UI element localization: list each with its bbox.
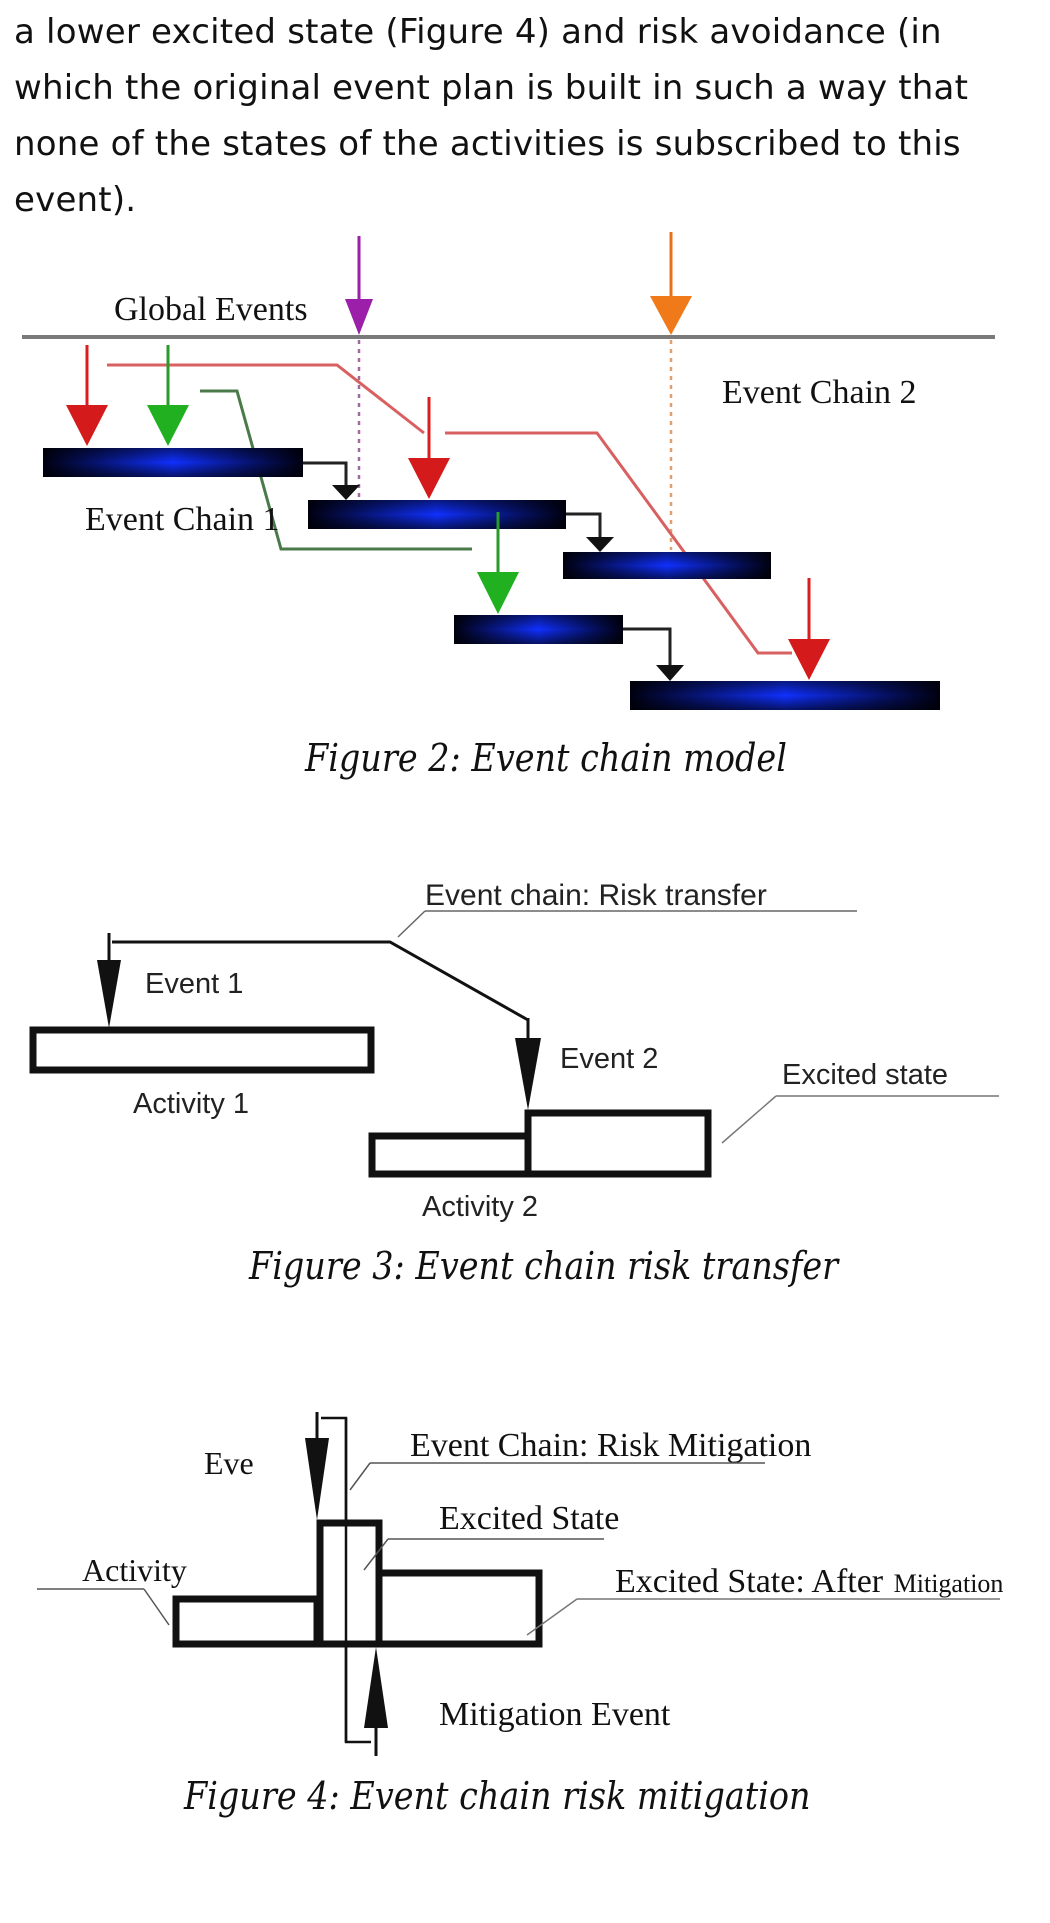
after-mitigation-box bbox=[375, 1569, 543, 1648]
label-leader bbox=[349, 1462, 371, 1491]
after-mitigation-label-small: Mitigation bbox=[894, 1569, 1004, 1598]
paragraph-line: event). bbox=[14, 180, 137, 220]
global-event-arrow-purple bbox=[345, 236, 373, 335]
after-mitigation-label: Excited State: After Mitigation bbox=[615, 1563, 1003, 1600]
green-event-arrow bbox=[477, 512, 519, 614]
excited-state-box bbox=[316, 1519, 383, 1648]
activity-label: Activity bbox=[82, 1552, 187, 1588]
green-event-arrow bbox=[147, 345, 189, 446]
figure-4-risk-mitigation: Eve Event Chain: Risk Mitigation Excited… bbox=[37, 1412, 1003, 1756]
red-event-arrow bbox=[66, 345, 108, 446]
activity-2-box bbox=[368, 1132, 532, 1178]
event-2-arrow bbox=[515, 1018, 541, 1110]
figure-3-risk-transfer: Event chain: Risk transfer Event 1 Activ… bbox=[29, 879, 999, 1223]
risk-transfer-chain-line bbox=[112, 940, 529, 1022]
activity-bar bbox=[454, 615, 623, 644]
excited-state-label: Excited State bbox=[439, 1500, 619, 1537]
activity-bar bbox=[308, 500, 566, 529]
risk-transfer-chain-label: Event chain: Risk transfer bbox=[425, 879, 767, 912]
activity-1-box bbox=[29, 1026, 375, 1074]
global-events-label: Global Events bbox=[114, 291, 308, 328]
event-chain-2-line bbox=[107, 363, 425, 435]
event-chain-2-label: Event Chain 2 bbox=[722, 374, 917, 411]
dependency-arrow bbox=[566, 512, 614, 552]
event-2-label: Event 2 bbox=[560, 1043, 658, 1075]
figure-2-event-chain-model: Global Events Event Chain 2 bbox=[22, 232, 995, 710]
activity-bar bbox=[43, 448, 303, 477]
excited-state-box bbox=[524, 1109, 712, 1178]
event-arrow bbox=[305, 1412, 329, 1520]
body-paragraph: a lower excited state (Figure 4) and ris… bbox=[14, 4, 1034, 228]
label-leader bbox=[363, 1538, 389, 1571]
activity-box bbox=[172, 1595, 321, 1648]
mitigation-event-arrow bbox=[364, 1647, 388, 1756]
after-mitigation-label-main: Excited State: After bbox=[615, 1563, 884, 1600]
figure-2-caption: Figure 2: Event chain model bbox=[305, 736, 787, 780]
paragraph-line: none of the states of the activities is … bbox=[14, 124, 961, 164]
dependency-arrow bbox=[623, 627, 684, 681]
event-chain-2-line bbox=[445, 431, 792, 655]
activity-bar bbox=[563, 552, 771, 579]
paragraph-line: a lower excited state (Figure 4) and ris… bbox=[14, 12, 942, 52]
paragraph-line: which the original event plan is built i… bbox=[14, 68, 969, 108]
figure-3-caption: Figure 3: Event chain risk transfer bbox=[249, 1244, 839, 1288]
event-1-arrow bbox=[97, 933, 121, 1028]
event-1-label: Event 1 bbox=[145, 968, 243, 1000]
activity-2-label: Activity 2 bbox=[422, 1191, 538, 1223]
red-event-arrow bbox=[408, 397, 450, 499]
dependency-arrow bbox=[303, 461, 360, 500]
mitigation-event-label: Mitigation Event bbox=[439, 1696, 671, 1733]
global-event-arrow-orange bbox=[650, 232, 692, 335]
label-leader bbox=[143, 1588, 170, 1626]
label-leader bbox=[721, 1095, 777, 1144]
activity-bar bbox=[630, 681, 940, 710]
label-leader bbox=[526, 1598, 578, 1636]
event-chain-1-label: Event Chain 1 bbox=[85, 501, 280, 538]
activity-1-label: Activity 1 bbox=[133, 1088, 249, 1120]
label-leader bbox=[397, 910, 426, 938]
risk-mitigation-chain-label: Event Chain: Risk Mitigation bbox=[410, 1427, 811, 1464]
excited-state-label: Excited state bbox=[782, 1059, 948, 1091]
figure-4-caption: Figure 4: Event chain risk mitigation bbox=[184, 1774, 811, 1818]
event-label-truncated: Eve bbox=[204, 1445, 254, 1481]
red-event-arrow bbox=[788, 578, 830, 680]
